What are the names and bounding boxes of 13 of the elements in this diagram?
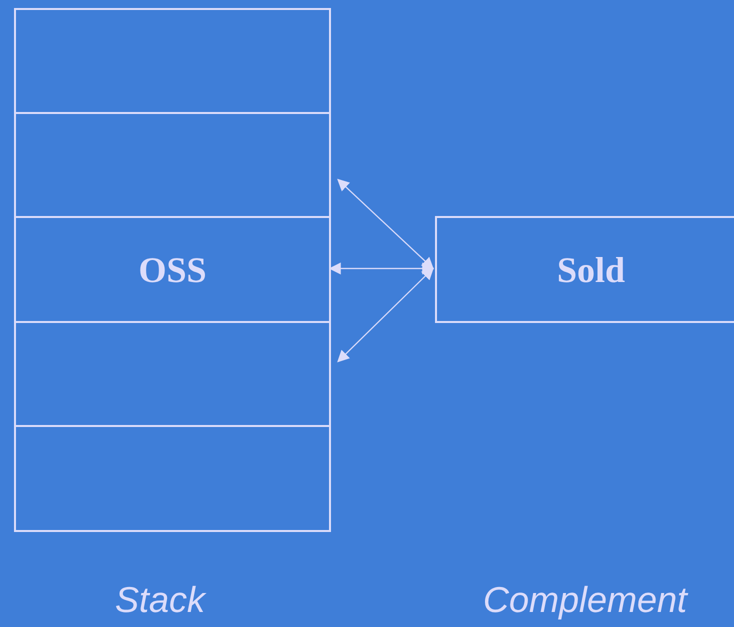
stack-layer (14, 216, 331, 323)
double-arrow (337, 268, 434, 362)
double-arrow (328, 262, 434, 274)
box-label: Sold (556, 248, 626, 292)
empty-box (14, 8, 331, 114)
empty-box (14, 112, 331, 218)
box-label: OSS (138, 248, 207, 292)
empty-box (14, 321, 331, 427)
caption: Complement (482, 578, 690, 622)
stack-layer (435, 216, 734, 323)
double-arrow (337, 178, 434, 270)
empty-box (14, 425, 331, 532)
caption: Stack (114, 578, 208, 622)
